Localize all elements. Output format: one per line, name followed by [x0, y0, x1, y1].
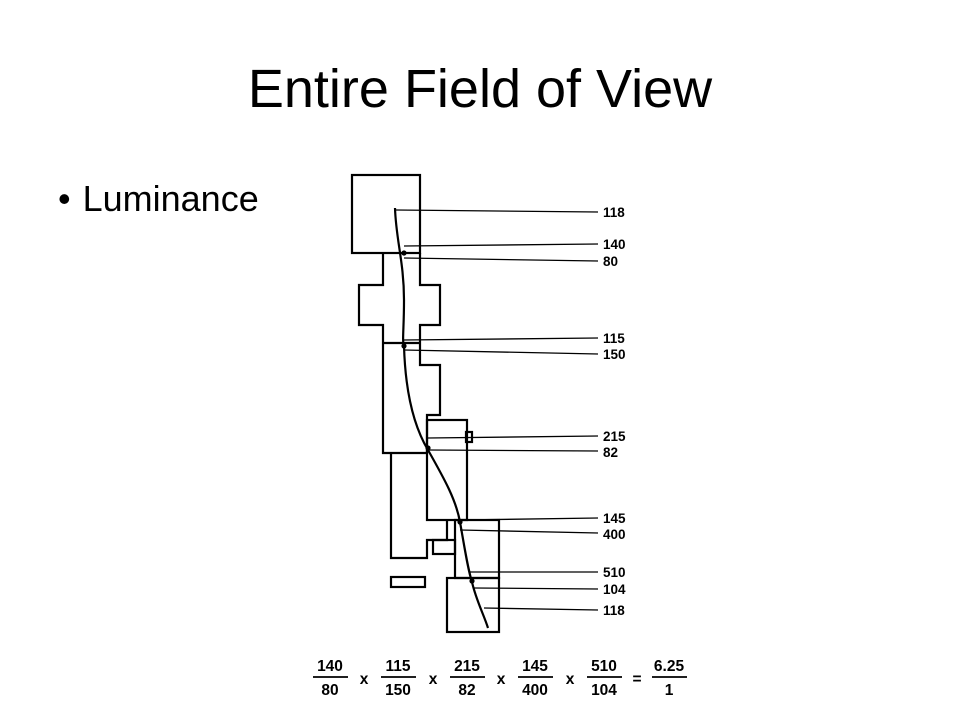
times-3: x [497, 671, 506, 688]
bottom-box [445, 576, 501, 634]
times-2: x [429, 671, 438, 688]
times-1: x [360, 671, 369, 688]
fraction-2-denominator: 150 [385, 682, 411, 699]
label-400: 400 [603, 527, 626, 542]
upper-column-left [357, 253, 427, 455]
bullet-item: • Luminance [58, 178, 259, 220]
label-510: 510 [603, 565, 626, 580]
fraction-2-numerator: 115 [385, 658, 410, 675]
label-115: 115 [603, 331, 625, 346]
result-numerator: 6.25 [654, 658, 685, 675]
building-outline [350, 173, 501, 634]
luminance-labels: 118 140 80 115 150 215 82 145 400 510 10… [603, 205, 626, 618]
slide-title: Entire Field of View [247, 59, 713, 119]
fraction-3-denominator: 82 [458, 682, 475, 699]
upper-column-right [418, 253, 442, 343]
equals-sign: = [632, 671, 641, 688]
fraction-5-numerator: 510 [591, 658, 617, 675]
ratio-equation: 140 80 x 115 150 x 215 82 x 145 400 x 51… [313, 658, 687, 699]
fraction-1-denominator: 80 [321, 682, 338, 699]
detached-block [389, 575, 427, 589]
middle-right-edge [418, 343, 442, 453]
fraction-5-denominator: 104 [591, 682, 617, 699]
label-82: 82 [603, 445, 618, 460]
small-notch [431, 538, 457, 556]
label-145: 145 [603, 511, 626, 526]
middle-box [425, 418, 469, 522]
label-215: 215 [603, 429, 626, 444]
label-118-bottom: 118 [603, 603, 625, 618]
leader-lines [395, 209, 599, 611]
bullet-dot: • [58, 178, 71, 219]
fraction-4-denominator: 400 [522, 682, 548, 699]
label-104: 104 [603, 582, 626, 597]
fraction-3-numerator: 215 [454, 658, 480, 675]
top-box [350, 173, 422, 255]
lower-column [389, 453, 449, 560]
label-80: 80 [603, 254, 618, 269]
times-4: x [566, 671, 575, 688]
fraction-1-numerator: 140 [317, 658, 343, 675]
label-118-top: 118 [603, 205, 625, 220]
result-denominator: 1 [665, 682, 674, 699]
label-150: 150 [603, 347, 626, 362]
measure-points [401, 250, 475, 584]
label-140: 140 [603, 237, 626, 252]
sight-line-curve [393, 207, 490, 629]
fraction-4-numerator: 145 [522, 658, 548, 675]
bullet-text: Luminance [82, 178, 259, 219]
